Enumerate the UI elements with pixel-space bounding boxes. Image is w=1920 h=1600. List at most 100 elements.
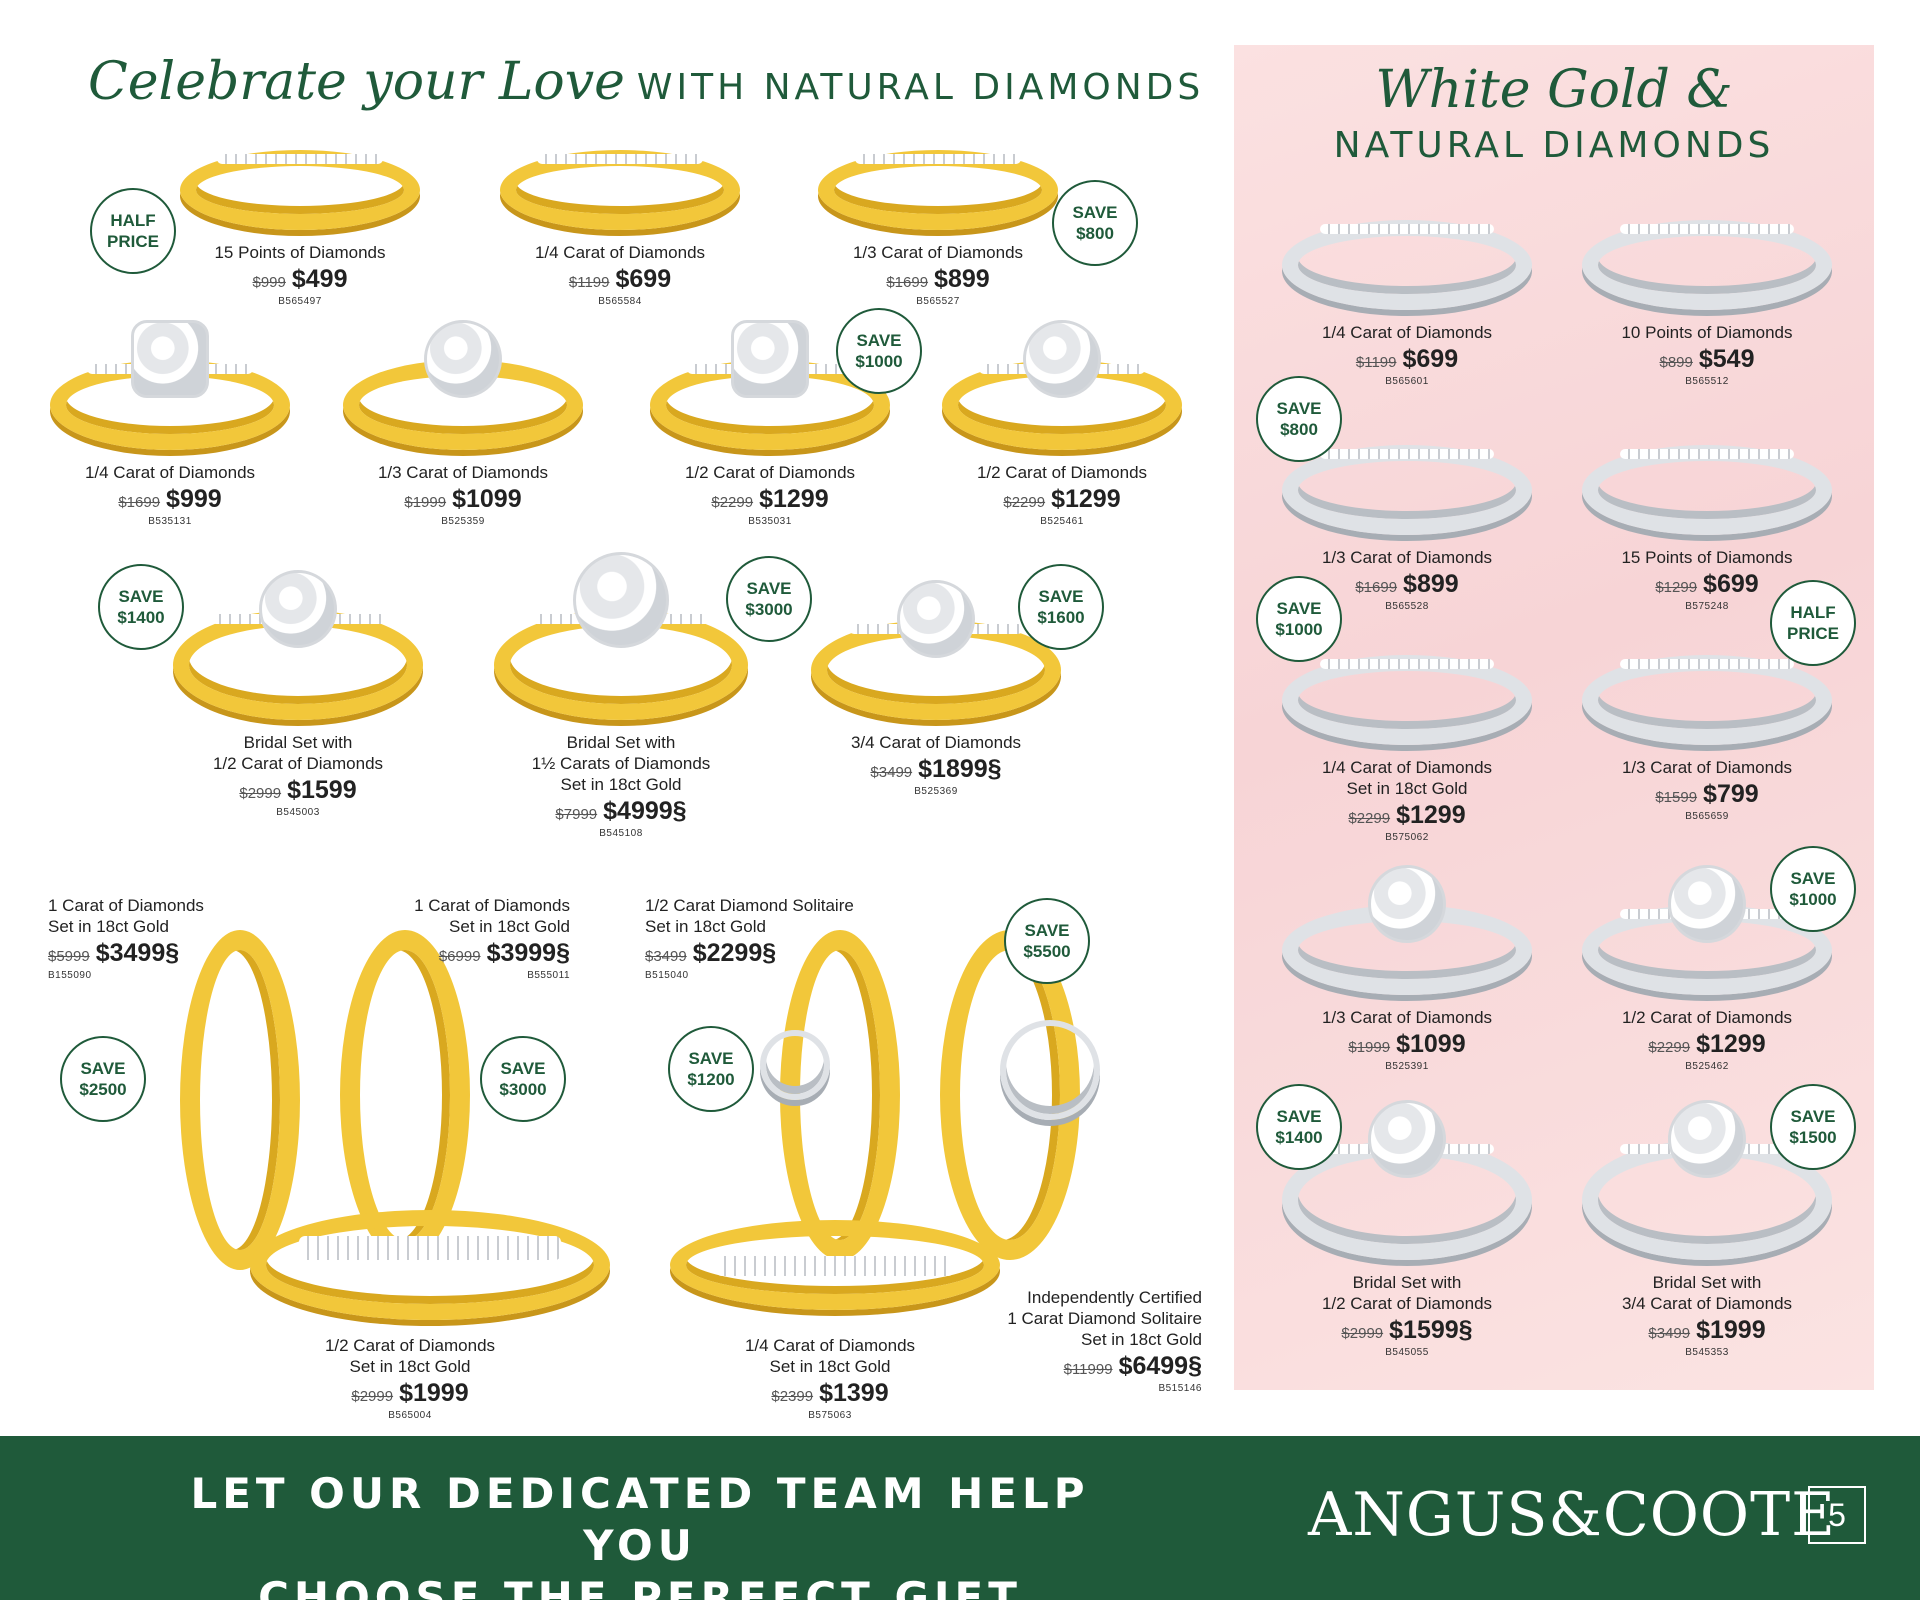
save-badge: SAVE$1500	[1770, 1084, 1856, 1170]
product-name: 1/3 Carat of Diamonds	[1321, 1008, 1493, 1027]
product-name: 1/3 Carat of Diamonds	[852, 243, 1024, 262]
product-sku: B525462	[1685, 1061, 1729, 1072]
save-badge: SAVE $800	[1256, 376, 1342, 462]
sale-price: $1299	[1051, 485, 1121, 513]
save-badge: SAVE$1400	[1256, 1084, 1342, 1170]
was-price: $3499	[870, 764, 913, 781]
product-sku: B565004	[388, 1410, 432, 1421]
save-badge: SAVE$3000	[480, 1036, 566, 1122]
product-sku: B565497	[278, 296, 322, 307]
page-number: 5	[1808, 1486, 1866, 1544]
save-badge: SAVE$1000	[1770, 846, 1856, 932]
badge-label: SAVE	[1276, 399, 1322, 418]
was-price: $1199	[568, 274, 610, 291]
sale-price: $799	[1703, 780, 1759, 808]
product-sku: B575063	[808, 1410, 852, 1421]
badge-label: SAVE	[118, 587, 164, 606]
badge-amount: $800	[1280, 420, 1318, 439]
save-badge: SAVE$800	[1052, 180, 1138, 266]
ring-image	[343, 320, 583, 450]
badge-label: SAVE	[80, 1059, 126, 1078]
badge-amount: $1400	[1275, 1128, 1323, 1147]
was-price: $1699	[886, 274, 929, 291]
sale-price: $699	[615, 265, 672, 293]
product-sku: B545353	[1685, 1347, 1729, 1358]
badge-amount: PRICE	[107, 232, 159, 251]
save-badge: SAVE$1000	[1256, 576, 1342, 662]
save-badge: SAVE$3000	[726, 556, 812, 642]
product-card[interactable]: 3/4 Carat of Diamonds$3499$1899§B525369	[806, 580, 1066, 797]
diamond-image	[1000, 1020, 1100, 1120]
product-name: Set in 18ct Gold	[645, 917, 766, 936]
ring-image	[180, 150, 420, 230]
badge-amount: PRICE	[1787, 624, 1839, 643]
sale-price: $1999	[399, 1379, 469, 1407]
product-name: 3/4 Carat of Diamonds	[1621, 1294, 1793, 1313]
price-line: $5999$3499§B155090	[48, 939, 288, 981]
product-name: Bridal Set with	[1652, 1273, 1762, 1292]
was-price: $1299	[1655, 579, 1698, 596]
sale-price: $3499§	[95, 939, 180, 967]
left-heading-script: Celebrate your Love	[88, 52, 625, 112]
product-name: 15 Points of Diamonds	[1621, 548, 1793, 567]
sale-price: $1599	[287, 776, 357, 804]
product-sku: B535131	[148, 516, 192, 527]
ring-image	[1582, 220, 1832, 310]
product-name: 10 Points of Diamonds	[1621, 323, 1793, 342]
badge-label: SAVE	[500, 1059, 546, 1078]
product-name: 1 Carat of Diamonds	[48, 896, 204, 915]
product-name: Bridal Set with	[1352, 1273, 1462, 1292]
ring-image	[173, 570, 423, 720]
product-name: Set in 18ct Gold	[560, 775, 682, 794]
sale-price: $899	[1403, 570, 1459, 598]
product-name: Bridal Set with	[243, 733, 353, 752]
product-name: Set in 18ct Gold	[349, 1357, 471, 1376]
product-name: 1/2 Carat of Diamonds	[976, 463, 1148, 482]
product-sku: B525359	[441, 516, 485, 527]
product-name: 1/2 Carat of Diamonds	[684, 463, 856, 482]
price-line: $11999$6499§B515146	[950, 1352, 1202, 1394]
right-heading-script: White Gold &	[1375, 60, 1733, 120]
was-price: $2399	[771, 1388, 814, 1405]
was-price: $2299	[1348, 810, 1391, 827]
was-price: $1699	[118, 494, 161, 511]
sale-price: $699	[1402, 345, 1459, 373]
save-badge: SAVE$2500	[60, 1036, 146, 1122]
